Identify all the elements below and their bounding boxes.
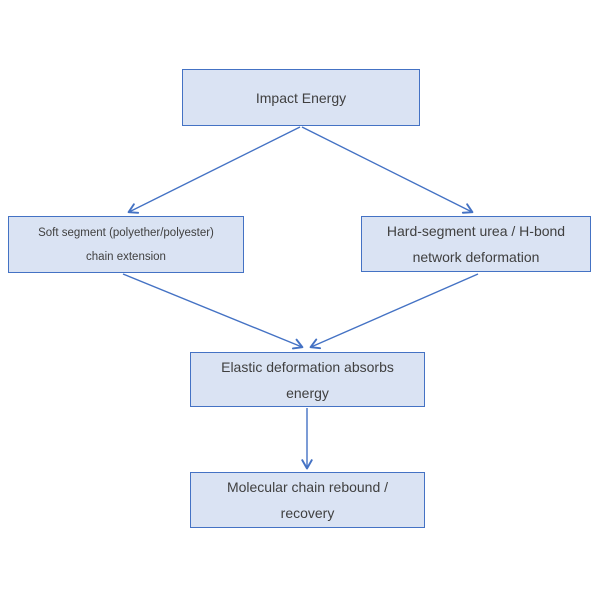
node-hard-segment-network-deformation: Hard-segment urea / H-bond network defor… [361, 216, 591, 272]
node-soft-segment-chain-extension: Soft segment (polyether/polyester) chain… [8, 216, 244, 273]
node-label-line: energy [286, 384, 329, 401]
arrow-impact-to-hard [301, 126, 474, 214]
arrow-impact-to-soft [127, 126, 301, 214]
node-label-line: Hard-segment urea / H-bond [386, 223, 566, 239]
node-label-line: Elastic deformation absorbs [221, 358, 394, 375]
node-elastic-deformation: Elastic deformation absorbs energy [190, 352, 425, 407]
node-label-line: Soft segment (polyether/polyester) [38, 226, 214, 239]
node-impact-energy: Impact Energy [182, 69, 420, 126]
node-label-line: network deformation [412, 249, 540, 265]
node-molecular-rebound: Molecular chain rebound / recovery [190, 472, 425, 528]
arrow-soft-to-elastic [122, 273, 304, 350]
node-label-line: chain extension [86, 250, 166, 263]
node-label-line: Molecular chain rebound / [226, 479, 389, 495]
node-label-line: recovery [280, 505, 335, 521]
arrow-hard-to-elastic [309, 273, 479, 350]
node-label-line: Impact Energy [255, 89, 347, 106]
